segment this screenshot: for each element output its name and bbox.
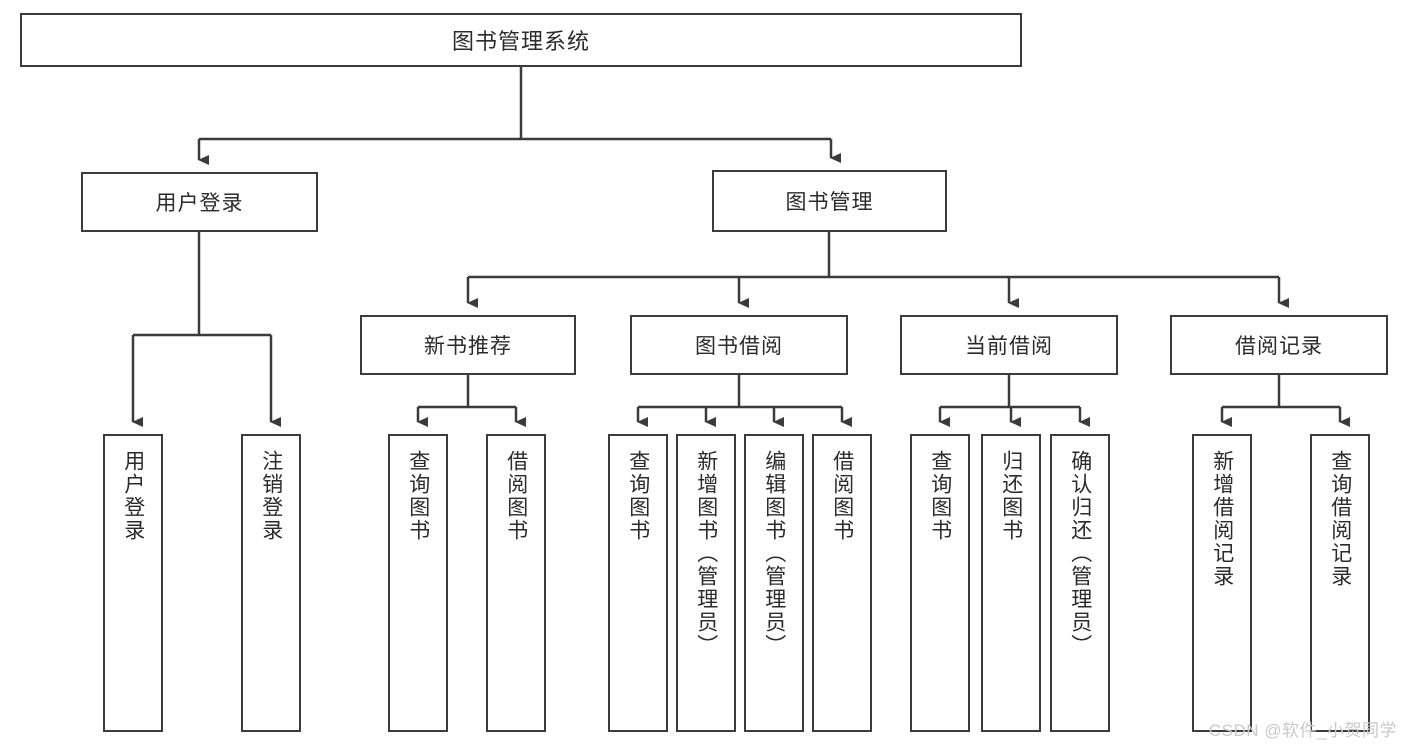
- leaf-label: 查询借阅记录: [1328, 450, 1352, 588]
- leaf-add-borrow-record[interactable]: 新增借阅记录: [1192, 434, 1252, 732]
- node-current-borrow[interactable]: 当前借阅: [900, 315, 1118, 375]
- leaf-label: 新增图书（管理员）: [694, 450, 718, 657]
- leaf-return-book[interactable]: 归还图书: [981, 434, 1041, 732]
- leaf-query-book-recommend[interactable]: 查询图书: [388, 434, 448, 732]
- node-current-borrow-label: 当前借阅: [965, 335, 1053, 358]
- leaf-label: 归还图书: [999, 450, 1023, 542]
- leaf-add-book-admin[interactable]: 新增图书（管理员）: [676, 434, 736, 732]
- node-borrow-record-label: 借阅记录: [1235, 335, 1323, 358]
- leaf-label: 确认归还（管理员）: [1068, 450, 1092, 657]
- node-book-management[interactable]: 图书管理: [712, 170, 947, 232]
- leaf-label: 借阅图书: [830, 450, 854, 542]
- leaf-borrow-book[interactable]: 借阅图书: [812, 434, 872, 732]
- node-user-login-label: 用户登录: [155, 192, 244, 215]
- node-borrow-record[interactable]: 借阅记录: [1170, 315, 1388, 375]
- leaf-user-login[interactable]: 用户登录: [103, 434, 163, 732]
- node-book-borrow-label: 图书借阅: [695, 335, 783, 358]
- leaf-logout[interactable]: 注销登录: [241, 434, 301, 732]
- leaf-label: 查询图书: [928, 450, 952, 542]
- leaf-label: 编辑图书（管理员）: [762, 450, 786, 657]
- csdn-watermark: CSDN @软件_小贺同学: [1208, 721, 1397, 740]
- leaf-edit-book-admin[interactable]: 编辑图书（管理员）: [744, 434, 804, 732]
- node-user-login[interactable]: 用户登录: [81, 172, 318, 232]
- leaf-label: 查询图书: [406, 450, 430, 542]
- node-new-book-recommend[interactable]: 新书推荐: [360, 315, 576, 375]
- node-root[interactable]: 图书管理系统: [20, 13, 1022, 67]
- leaf-query-borrow-record[interactable]: 查询借阅记录: [1310, 434, 1370, 732]
- leaf-query-book-borrow[interactable]: 查询图书: [608, 434, 668, 732]
- node-book-management-label: 图书管理: [785, 191, 874, 214]
- node-book-borrow[interactable]: 图书借阅: [630, 315, 848, 375]
- leaf-label: 用户登录: [121, 450, 145, 542]
- leaf-label: 注销登录: [259, 450, 283, 542]
- node-root-label: 图书管理系统: [451, 29, 590, 54]
- leaf-label: 查询图书: [626, 450, 650, 542]
- leaf-confirm-return-admin[interactable]: 确认归还（管理员）: [1050, 434, 1110, 732]
- leaf-borrow-book-recommend[interactable]: 借阅图书: [486, 434, 546, 732]
- node-new-book-recommend-label: 新书推荐: [424, 335, 512, 358]
- leaf-query-book-current[interactable]: 查询图书: [910, 434, 970, 732]
- leaf-label: 借阅图书: [504, 450, 528, 542]
- leaf-label: 新增借阅记录: [1210, 450, 1234, 588]
